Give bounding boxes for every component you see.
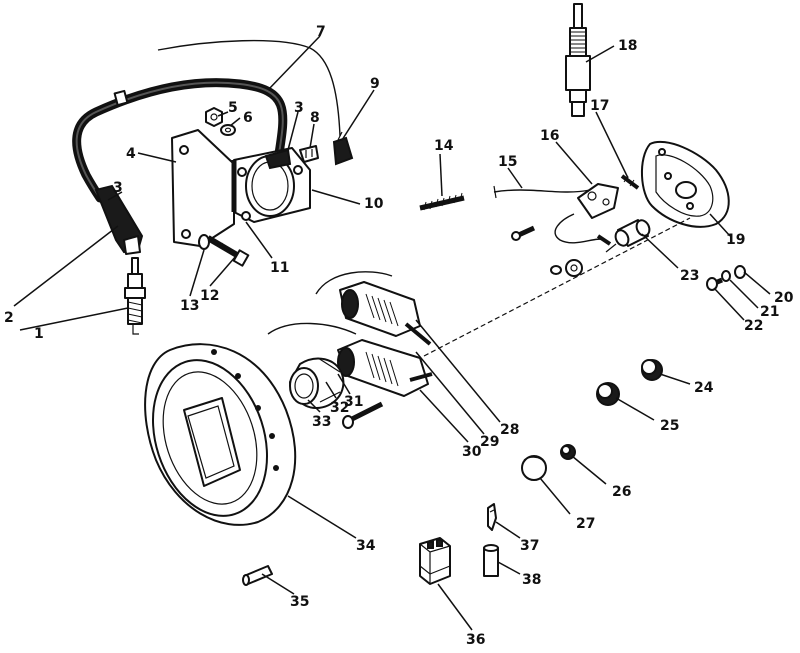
callout-30: 30: [462, 444, 482, 460]
callout-19: 19: [726, 232, 745, 248]
lock-washer: [198, 234, 210, 250]
leader-lines: [13, 35, 771, 631]
callout-29: 29: [480, 434, 499, 450]
coil-screw: [206, 235, 250, 267]
ground-wire: [493, 185, 591, 241]
high-tension-lead: [72, 78, 288, 203]
callout-33: 33: [312, 414, 331, 430]
nut: [205, 107, 223, 127]
callout-38: 38: [522, 572, 541, 588]
spring: [419, 192, 465, 211]
callout-26: 26: [612, 484, 631, 500]
callout-4: 4: [126, 146, 136, 162]
callout-2: 2: [4, 310, 14, 326]
cap-27: [521, 455, 547, 481]
callout-1: 1: [34, 326, 44, 342]
callout-37: 37: [520, 538, 539, 554]
alignment-line: [423, 217, 691, 357]
terminal-sleeve: [483, 544, 499, 577]
callout-21: 21: [760, 304, 779, 320]
spark-plug: [124, 257, 146, 335]
callout-23: 23: [680, 268, 699, 284]
breaker-plate: [640, 140, 730, 228]
flywheel: [144, 343, 297, 526]
callout-20: 20: [774, 290, 794, 306]
coil-mounting-screw: [342, 401, 384, 429]
callout-11: 11: [270, 260, 289, 276]
callout-34: 34: [356, 538, 376, 554]
terminal: [487, 503, 497, 531]
callout-31: 31: [344, 394, 363, 410]
callout-32: 32: [330, 400, 349, 416]
callout-17: 17: [590, 98, 609, 114]
callout-10: 10: [364, 196, 384, 212]
callout-25: 25: [660, 418, 679, 434]
primary-lead-wire: [157, 39, 341, 137]
callout-16: 16: [540, 128, 559, 144]
coil-bracket: [171, 129, 235, 247]
callout-3a: 3: [113, 180, 123, 196]
spark-plug-boot: [94, 184, 144, 255]
callout-7: 7: [316, 24, 326, 40]
callout-27: 27: [576, 516, 595, 532]
callout-6: 6: [243, 110, 253, 126]
pin: [242, 565, 273, 586]
callout-12: 12: [200, 288, 219, 304]
callout-36: 36: [466, 632, 485, 648]
callout-5: 5: [228, 100, 238, 116]
callout-8: 8: [310, 110, 320, 126]
connector-block: [419, 537, 451, 585]
breaker-nut: [550, 259, 583, 277]
callout-9: 9: [370, 76, 380, 92]
callout-14: 14: [434, 138, 454, 154]
plate-screw: [706, 265, 746, 291]
cap-25: [596, 382, 620, 406]
cam-ring: [289, 357, 345, 409]
condenser: [605, 219, 651, 253]
callout-18: 18: [618, 38, 637, 54]
callout-labels: 1 2 3 3 4 5 6 7 8 9 10 11 12 13 14 15 16…: [4, 24, 794, 648]
callout-13: 13: [180, 298, 199, 314]
cap-24: [641, 359, 663, 381]
callout-3b: 3: [294, 100, 304, 116]
cap-26: [560, 444, 576, 460]
callout-15: 15: [498, 154, 517, 170]
breaker-points: [554, 183, 619, 246]
ignition-coil: [231, 147, 311, 223]
callout-22: 22: [744, 318, 763, 334]
point-spring: [620, 174, 640, 190]
shaft: [565, 3, 591, 117]
callout-24: 24: [694, 380, 714, 396]
terminal-clip: [299, 145, 319, 163]
lighting-coil-upper: [315, 271, 432, 346]
callout-35: 35: [290, 594, 309, 610]
callout-28: 28: [500, 422, 519, 438]
lighting-coil-lower: [267, 322, 433, 397]
terminal-boot: [332, 131, 354, 166]
washer: [220, 124, 236, 136]
